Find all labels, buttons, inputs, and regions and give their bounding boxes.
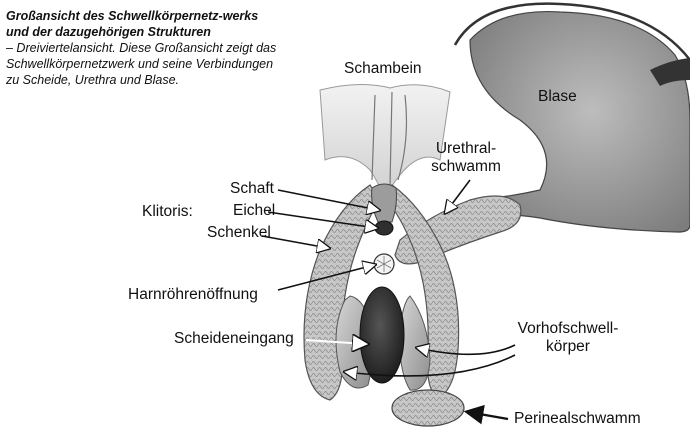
caption-body: – Dreiviertelansicht. Diese Großansicht … <box>6 41 277 87</box>
perineal-sponge-shape <box>391 389 465 427</box>
label-scheideneingang: Scheideneingang <box>174 330 294 347</box>
pointer-vorhof-2 <box>346 354 516 376</box>
figure-caption: Großansicht des Schwellkörpernetz-werks … <box>6 8 281 88</box>
vaginal-opening-shape <box>359 286 405 384</box>
pubic-bone-detail <box>371 91 408 186</box>
label-schambein: Schambein <box>344 60 422 77</box>
label-vorhof-line2: körper <box>546 338 590 355</box>
pointer-eichel <box>267 211 376 228</box>
label-schenkel: Schenkel <box>207 224 271 241</box>
bladder-wall <box>453 2 690 61</box>
pointer-schaft <box>277 189 378 210</box>
label-urethral-line2: schwamm <box>431 158 501 175</box>
label-blase: Blase <box>538 88 577 105</box>
label-harnroehrenoeffnung: Harnröhrenöffnung <box>128 286 258 303</box>
label-klitoris: Klitoris: <box>142 203 193 220</box>
label-urethralschwamm: Urethral- schwamm <box>426 140 506 176</box>
bladder-shape <box>469 10 690 233</box>
pointer-scheideneingang <box>305 340 366 344</box>
label-perinealschwamm: Perinealschwamm <box>514 410 641 427</box>
ureter-tube <box>650 58 690 86</box>
pointer-schenkel <box>261 235 328 248</box>
label-eichel: Eichel <box>233 202 276 219</box>
clitoral-glans-shape <box>374 220 394 236</box>
caption-title: Großansicht des Schwellkörpernetz-werks … <box>6 9 259 39</box>
clitoral-shaft-shape <box>371 183 397 223</box>
label-schaft: Schaft <box>230 180 274 197</box>
pointer-urethral <box>446 179 471 212</box>
label-urethral-line1: Urethral- <box>435 140 497 157</box>
pointer-perineal <box>463 404 509 425</box>
urethral-opening-detail <box>376 256 392 272</box>
label-vorhof-line1: Vorhofschwell- <box>517 320 619 337</box>
pointer-vorhof-1 <box>418 345 516 354</box>
pointer-harnroehre <box>277 265 374 291</box>
label-vorhofschwellkoerper: Vorhofschwell- körper <box>508 320 628 356</box>
